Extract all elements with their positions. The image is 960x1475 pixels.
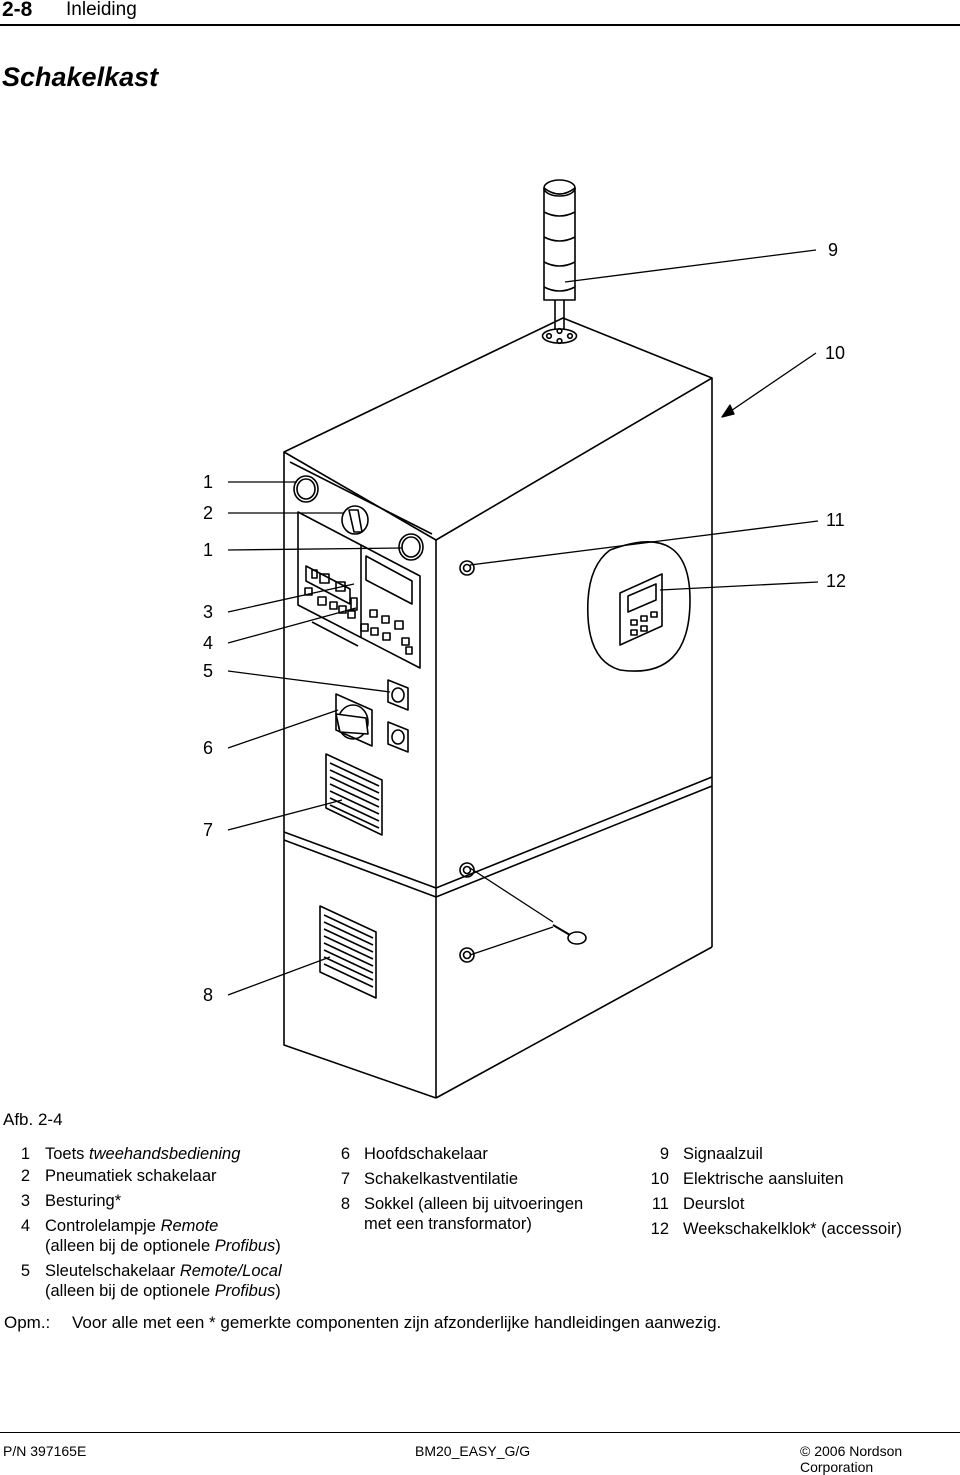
door-locks [459, 560, 587, 963]
cabinet-body [283, 317, 713, 1099]
callout-6: 6 [203, 738, 214, 758]
page-number: 2-8 [2, 0, 33, 21]
legend-item-2: 2 Pneumatiek schakelaar [20, 1167, 217, 1185]
control-panel [297, 511, 421, 669]
callout-12: 12 [826, 571, 847, 591]
callout-leaders [227, 249, 819, 996]
legend-col-3: 9 Signaalzuil 10 Elektrische aansluiten … [643, 1144, 953, 1244]
callout-2: 2 [203, 503, 214, 523]
page-title: Schakelkast [2, 62, 159, 92]
legend-item-1: 1 Toets tweehandsbediening [20, 1145, 241, 1163]
header-rule [0, 24, 960, 26]
footer-rule [0, 1432, 960, 1433]
week-timer [586, 541, 691, 672]
base-grille [319, 905, 377, 999]
callout-1b: 1 [203, 540, 214, 560]
callout-9: 9 [828, 240, 839, 260]
callout-8: 8 [203, 985, 214, 1005]
footer-doc-id: BM20_EASY_G/G [415, 1443, 531, 1459]
legend-item-9: 9 Signaalzuil [659, 1145, 763, 1163]
callout-10: 10 [825, 343, 846, 363]
cabinet-illustration [227, 179, 819, 1099]
legend-item-12: 12 Weekschakelklok* (accessoir) [650, 1220, 902, 1238]
signal-tower [541, 179, 578, 345]
page-header: 2-8 Inleiding [0, 0, 960, 26]
legend-item-4-note: (alleen bij de optionele Profibus) [45, 1237, 281, 1255]
figure-caption: Afb. 2-4 [3, 1110, 63, 1129]
footer-copyright: © 2006 Nordson Corporation [800, 1443, 903, 1475]
section-title: Inleiding [66, 0, 137, 20]
callout-1a: 1 [203, 472, 214, 492]
legend-item-11: 11 Deurslot [651, 1195, 745, 1213]
legend-item-7: 7 Schakelkastventilatie [340, 1170, 519, 1188]
legend-item-4: 4 Controlelampje Remote [20, 1217, 219, 1235]
legend-item-5: 5 Sleutelschakelaar Remote/Local [20, 1262, 282, 1280]
callout-11: 11 [826, 510, 845, 530]
footer-part-number: P/N 397165E [3, 1443, 87, 1459]
legend-item-5-note: (alleen bij de optionele Profibus) [45, 1282, 281, 1300]
ventilation-grille [325, 753, 383, 836]
legend-item-6: 6 Hoofdschakelaar [340, 1145, 488, 1163]
panel-switches [293, 475, 424, 753]
note-label: Opm.: [4, 1313, 51, 1332]
legend-item-8: 8 Sokkel (alleen bij uitvoeringen [340, 1195, 584, 1213]
callout-7: 7 [203, 820, 214, 840]
legend-item-3: 3 Besturing* [20, 1192, 122, 1210]
callout-5: 5 [203, 661, 214, 681]
callout-3: 3 [203, 602, 214, 622]
copyright-symbol: © [800, 1443, 811, 1459]
legend-item-8-note: met een transformator) [364, 1215, 532, 1233]
legend-item-10: 10 Elektrische aansluiten [650, 1170, 844, 1188]
note-text: Voor alle met een * gemerkte componenten… [72, 1313, 722, 1332]
callout-4: 4 [203, 633, 214, 653]
legend-col-1: 1 Toets tweehandsbediening 2 Pneumatiek … [20, 1144, 340, 1301]
legend-col-2: 6 Hoofdschakelaar 7 Schakelkastventilati… [340, 1144, 640, 1234]
